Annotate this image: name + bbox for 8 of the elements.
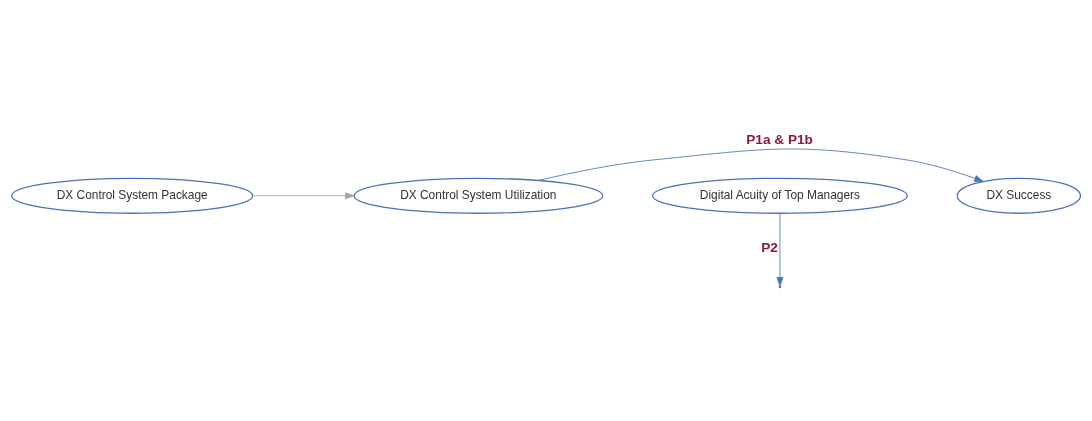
node-ellipse: DX Control System Utilization (353, 177, 604, 214)
arrow (538, 148, 984, 182)
edge-label: P2 (761, 239, 778, 255)
node-ellipse: DX Control System Package (11, 177, 254, 214)
node-ellipse: DX Success (956, 177, 1082, 214)
edge-label: P1a & P1b (746, 131, 813, 147)
node-ellipse: Digital Acuity of Top Managers (651, 177, 908, 214)
arrow (252, 191, 355, 199)
